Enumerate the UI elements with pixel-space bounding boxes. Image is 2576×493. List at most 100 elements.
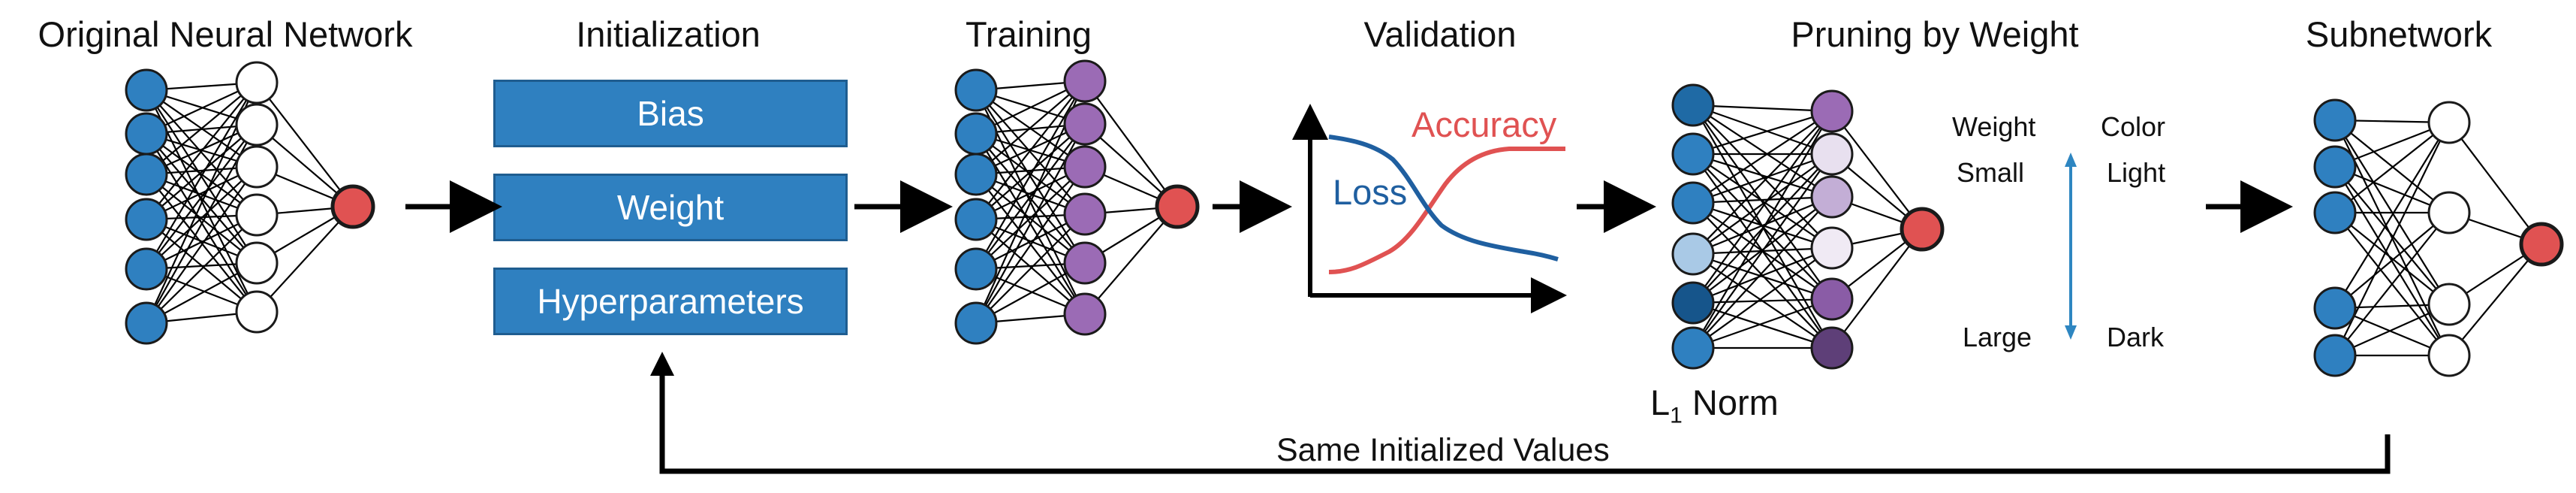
title-training: Training: [965, 14, 1092, 54]
subnetwork-output-node: [2519, 222, 2564, 267]
training-network-hidden-node: [1063, 102, 1107, 146]
pruning-network-edge: [1692, 153, 1833, 204]
pruning-network-edge: [1692, 301, 1833, 349]
pruning-network-edge: [1692, 253, 1833, 301]
training-network-hidden-node: [1063, 241, 1107, 285]
training-network-edge: [975, 80, 1086, 175]
pruning-network: [1671, 83, 1945, 370]
training-network-edge: [975, 166, 1086, 324]
pruning-network-edge: [1692, 110, 1833, 349]
pruning-network-hidden-node: [1810, 132, 1854, 176]
original-network-hidden-node: [235, 145, 279, 189]
feedback-label: Same Initialized Values: [1276, 432, 1610, 468]
training-network-input-node: [954, 68, 998, 112]
pruning-network-hidden-node: [1810, 226, 1854, 270]
training-network-edge: [1084, 80, 1178, 207]
original-network-input-node: [125, 198, 168, 241]
bias-box: Bias: [493, 80, 848, 147]
training-network-input-node: [954, 198, 998, 241]
original-network-output-node: [330, 184, 375, 229]
legend-large: Large: [1963, 322, 2032, 352]
pruning-network-edge: [1692, 104, 1833, 113]
feedback-arrow: [659, 367, 2391, 474]
training-network-edge: [975, 133, 1086, 264]
subnetwork-edge: [2334, 212, 2450, 309]
original-network-edge: [146, 124, 258, 270]
pruning-network-edge: [1692, 298, 1833, 349]
legend-weight-header: Weight: [1952, 111, 2036, 142]
pruning-network-edge: [1692, 195, 1833, 256]
pruning-network-input-node: [1671, 83, 1715, 127]
subnetwork-hidden-node: [2427, 101, 2471, 144]
title-pruning: Pruning by Weight: [1791, 14, 2079, 54]
original-network-input-node: [125, 153, 168, 196]
training-network-hidden-node: [1063, 145, 1107, 189]
subnetwork-edge: [2334, 122, 2450, 309]
training-network-edge: [975, 166, 1086, 270]
subnetwork-input-node: [2313, 98, 2357, 142]
legend-arrow-down: [2065, 325, 2077, 340]
pruning-network-input-node: [1671, 232, 1715, 276]
pruning-network-edge: [1692, 104, 1833, 156]
legend-arrow-up: [2065, 153, 2077, 167]
original-network-hidden-node: [235, 103, 279, 147]
original-network-hidden-node: [235, 193, 279, 237]
pruning-network-edge: [1692, 298, 1833, 304]
original-network-edge: [146, 82, 258, 220]
pruning-network-edge: [1692, 110, 1833, 255]
legend-color-header: Color: [2101, 111, 2166, 142]
pruning-network-input-node: [1671, 281, 1715, 325]
original-network-edge: [146, 82, 258, 175]
pruning-network-input-node: [1671, 181, 1715, 225]
training-network-edge: [975, 123, 1086, 270]
training-network: [954, 59, 1200, 345]
original-network-edge: [146, 82, 258, 270]
pruning-network-edge: [1692, 153, 1833, 255]
l1-norm-suffix: Norm: [1682, 383, 1779, 422]
pruning-network-edge: [1692, 104, 1833, 300]
legend-light: Light: [2107, 157, 2166, 188]
original-network-input-node: [125, 112, 168, 156]
pruning-network-edge: [1692, 104, 1833, 198]
l1-norm-subscript: 1: [1670, 403, 1683, 428]
pruning-network-edge: [1831, 228, 1923, 349]
original-network-edge: [256, 206, 354, 313]
pruning-network-hidden-node: [1810, 175, 1854, 219]
subnetwork-hidden-node: [2427, 334, 2471, 377]
pruning-network-output-node: [1900, 207, 1945, 252]
training-network-edge: [975, 213, 1086, 324]
pruning-network-edge: [1692, 196, 1833, 349]
subnetwork-edge: [2334, 122, 2450, 213]
original-network-hidden-node: [235, 290, 279, 334]
pruning-network-edge: [1692, 153, 1833, 300]
pruning-network-hidden-node: [1810, 277, 1854, 321]
l1-norm-l: L: [1650, 383, 1671, 422]
pruning-network-edge: [1692, 247, 1833, 349]
accuracy-curve: [1328, 147, 1565, 274]
hyperparameters-box-label: Hyperparameters: [537, 282, 804, 321]
hyperparameters-box: Hyperparameters: [493, 268, 848, 335]
accuracy-label: Accuracy: [1412, 104, 1557, 144]
pruning-network-edge: [1692, 246, 1833, 304]
original-network-edge: [146, 166, 258, 324]
pruning-network-hidden-node: [1810, 326, 1854, 370]
training-network-hidden-node: [1063, 192, 1107, 236]
pruning-network-hidden-node: [1810, 89, 1854, 133]
original-network-hidden-node: [235, 61, 279, 104]
pruning-network-edge: [1831, 110, 1923, 230]
original-network-edge: [146, 124, 258, 220]
subnetwork-edge: [2334, 119, 2450, 213]
pruning-network-edge: [1692, 104, 1833, 249]
subnetwork-input-node: [2313, 286, 2357, 330]
training-network-input-node: [954, 153, 998, 196]
original-network-edge: [256, 82, 354, 207]
pruning-network-edge: [1692, 153, 1833, 198]
training-network-edge: [975, 123, 1086, 220]
original-network: [125, 61, 375, 345]
subnetwork-input-node: [2313, 191, 2357, 234]
original-network-input-node: [125, 301, 168, 345]
training-network-input-node: [954, 301, 998, 345]
title-validation: Validation: [1363, 14, 1517, 54]
subnetwork-edge: [2334, 212, 2450, 356]
